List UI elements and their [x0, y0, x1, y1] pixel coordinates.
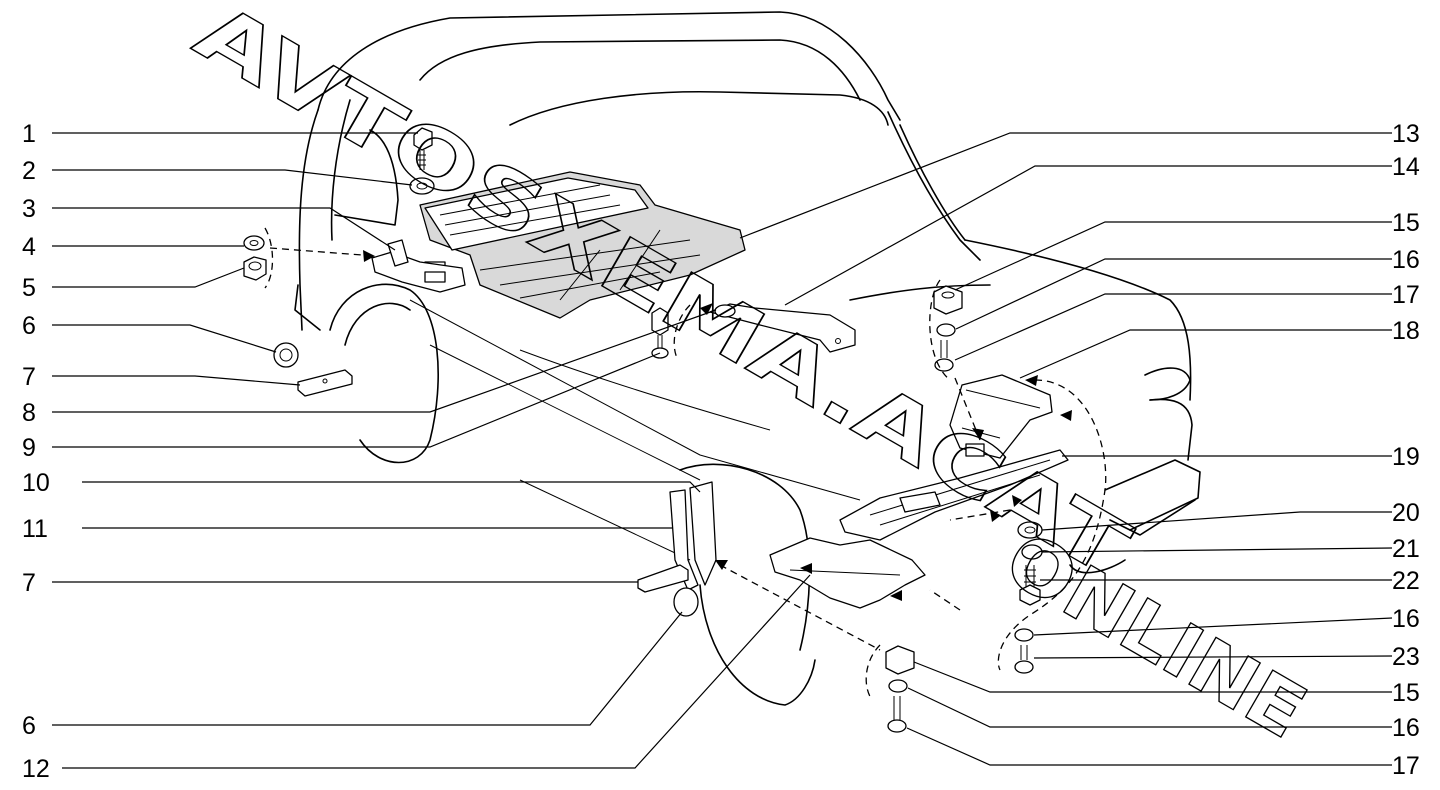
callout-7-upper: 7 — [22, 363, 36, 391]
callout-6-lower: 6 — [22, 712, 36, 740]
callout-7-lower: 7 — [22, 569, 36, 597]
callout-10: 10 — [22, 469, 50, 497]
callout-21: 21 — [1392, 535, 1420, 563]
callout-14: 14 — [1392, 153, 1420, 181]
assembly-paths — [264, 227, 1107, 701]
washer-part-4 — [243, 235, 265, 251]
callout-18: 18 — [1392, 317, 1420, 345]
clip-nut-part-15-upper — [933, 285, 963, 315]
washer-part-2 — [409, 177, 435, 195]
grommet-part-6-upper — [273, 342, 299, 368]
callouts-left: 1 2 3 4 5 6 7 8 9 10 11 7 6 12 — [22, 120, 50, 783]
vehicle-body-outline — [294, 11, 1201, 706]
callout-22: 22 — [1392, 567, 1420, 595]
washer-part-16-upper — [936, 323, 956, 337]
callout-2: 2 — [22, 157, 36, 185]
callout-15-lower: 15 — [1392, 679, 1420, 707]
crossmember-part-19 — [839, 449, 1069, 541]
callout-15-upper: 15 — [1392, 209, 1420, 237]
screw-part-23 — [1014, 645, 1034, 674]
strip-part-11 — [669, 489, 699, 591]
callout-11: 11 — [22, 515, 48, 543]
watermark-line-1: AVTOSXEMA.ACAT — [181, 0, 1144, 594]
callout-5: 5 — [22, 274, 36, 302]
screw-part-17-upper — [934, 340, 954, 372]
nut-part-5 — [243, 256, 267, 281]
callout-13: 13 — [1392, 120, 1420, 148]
callout-6-upper: 6 — [22, 312, 36, 340]
strip-part-7-upper — [297, 369, 353, 397]
washer-part-20 — [1017, 521, 1043, 539]
bolt-part-22 — [1019, 565, 1041, 606]
callout-8: 8 — [22, 399, 36, 427]
clip-nut-part-15-lower — [885, 645, 915, 675]
washer-part-16-middle — [1014, 628, 1034, 642]
screw-part-17-lower — [887, 696, 907, 733]
callout-16-middle: 16 — [1392, 605, 1420, 633]
watermark-line-2: ONLINE — [991, 516, 1320, 755]
callout-12: 12 — [22, 755, 50, 783]
washer-part-16-lower — [888, 679, 908, 693]
callout-16-upper: 16 — [1392, 246, 1420, 274]
callouts-right: 13 14 15 16 17 18 19 20 21 22 16 23 15 1… — [1392, 120, 1420, 780]
grommet-part-6-lower — [673, 587, 699, 617]
leader-lines — [52, 132, 1393, 769]
callout-19: 19 — [1392, 443, 1420, 471]
bracket-part-14 — [709, 303, 856, 353]
callout-20: 20 — [1392, 499, 1420, 527]
strip-part-7-lower — [637, 564, 689, 593]
bracket-part-3 — [371, 239, 466, 293]
callout-23: 23 — [1392, 643, 1420, 671]
callout-4: 4 — [22, 233, 36, 261]
callout-1: 1 — [22, 120, 36, 148]
bolt-part-1 — [413, 127, 433, 170]
callout-17-upper: 17 — [1392, 281, 1420, 309]
panel-part-10 — [689, 481, 717, 586]
callout-9: 9 — [22, 434, 36, 462]
callout-3: 3 — [22, 195, 36, 223]
callout-17-lower: 17 — [1392, 752, 1420, 780]
callout-16-lower: 16 — [1392, 714, 1420, 742]
